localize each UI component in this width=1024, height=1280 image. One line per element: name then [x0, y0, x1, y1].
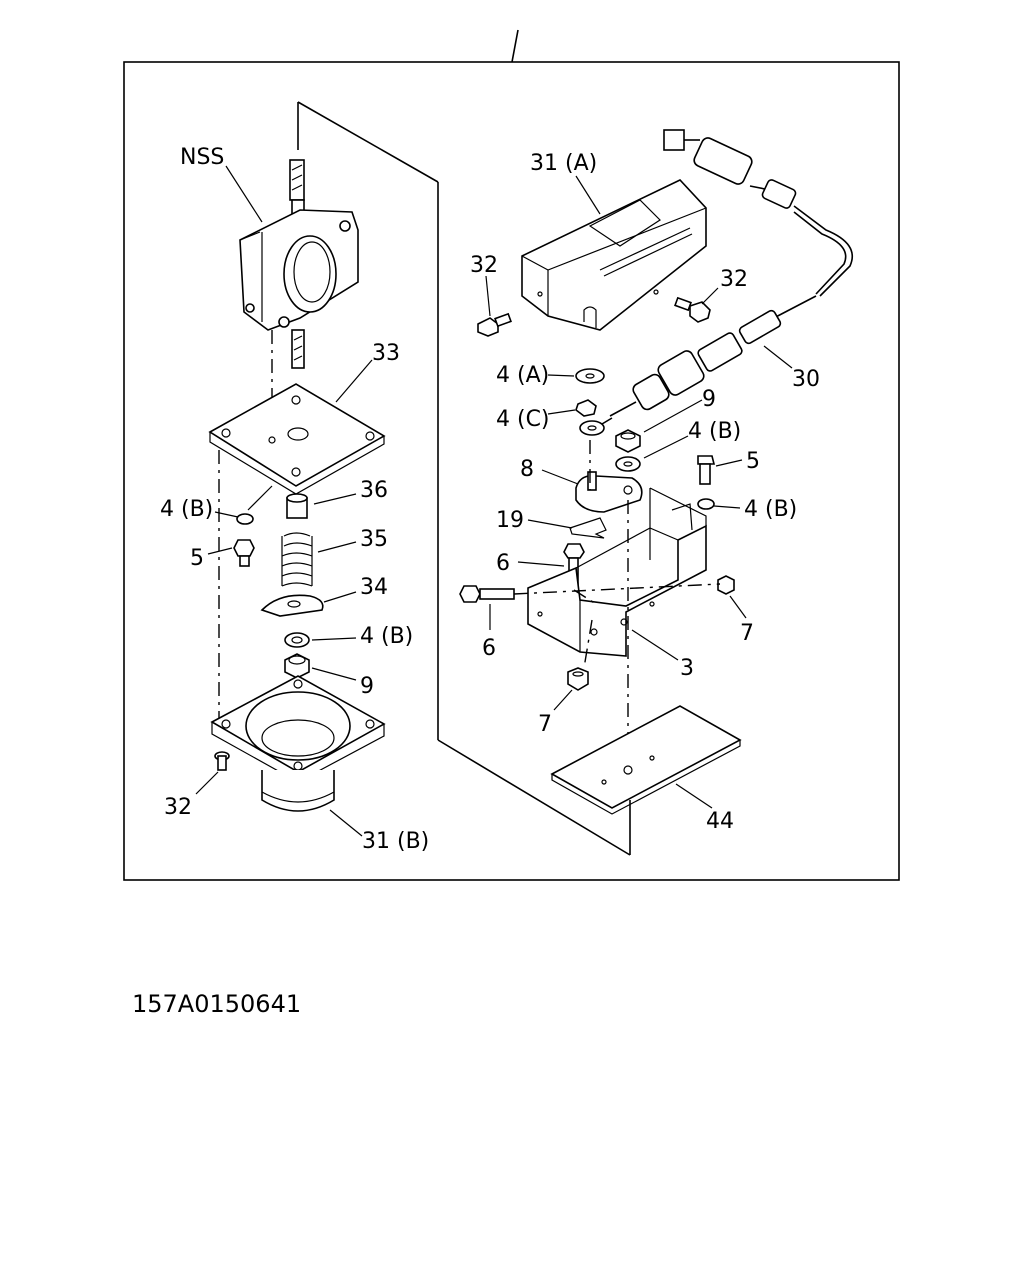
leader-30: [763, 345, 793, 369]
plate-33: [208, 383, 386, 495]
nut-4c: [575, 399, 597, 417]
callout-34: 34: [360, 575, 388, 600]
leader-6-upper: [517, 561, 565, 567]
callout-4b-left: 4 (B): [160, 497, 213, 522]
leader-5-right: [715, 459, 743, 467]
cable-30: [609, 129, 854, 417]
callout-7-right: 7: [740, 621, 754, 646]
nut-7-bottom: [567, 667, 589, 691]
leader-4b-left: [214, 511, 239, 518]
screw-32-top-left: [477, 312, 512, 337]
callout-35: 35: [360, 527, 388, 552]
callout-44: 44: [706, 809, 734, 834]
leader-5-left: [207, 547, 233, 555]
callout-32-bottom: 32: [164, 795, 192, 820]
leader-31a: [575, 175, 601, 215]
leader-19: [527, 519, 573, 529]
leader-4b-middle: [311, 637, 357, 641]
callout-3: 3: [680, 656, 694, 681]
leader-36: [313, 493, 357, 505]
callout-6-upper: 6: [496, 551, 510, 576]
callout-7-bottom: 7: [538, 712, 552, 737]
callout-4b-middle: 4 (B): [360, 624, 413, 649]
callout-4b-right-lower: 4 (B): [744, 497, 797, 522]
callout-5-left: 5: [190, 546, 204, 571]
lock-washer-4b-right-upper: [615, 456, 641, 472]
leader-31b: [329, 809, 363, 837]
leader-4a: [547, 374, 575, 377]
callout-36: 36: [360, 478, 388, 503]
callout-4c: 4 (C): [496, 407, 550, 432]
callout-4b-right-upper: 4 (B): [688, 419, 741, 444]
base-plate-44: [550, 705, 742, 815]
cover-31a: [521, 179, 707, 331]
callout-4a: 4 (A): [496, 363, 549, 388]
screw-32-bottom: [214, 751, 230, 771]
nut-9-right: [615, 429, 641, 453]
drawing-code: 157A0150641: [132, 990, 301, 1018]
axis-line-right-4: [513, 583, 721, 595]
callout-9-right: 9: [702, 387, 716, 412]
bolt-5-right: [697, 455, 716, 485]
leader-9-right: [643, 399, 703, 433]
cap-36: [286, 493, 308, 519]
bracket-3: [527, 487, 707, 657]
callout-32-top-right: 32: [720, 267, 748, 292]
leader-nss: [225, 165, 263, 223]
lock-washer-4b-right-lower: [697, 498, 715, 510]
callout-30: 30: [792, 367, 820, 392]
nss-throttle-body: [239, 159, 359, 369]
leader-34: [323, 591, 357, 603]
housing-31b: [210, 675, 386, 812]
leader-32-top-right: [701, 287, 719, 305]
callout-nss: NSS: [180, 145, 224, 170]
leader-9-left: [311, 667, 357, 681]
clip-19: [569, 517, 607, 539]
leader-36-link: [247, 485, 273, 511]
leader-35: [317, 541, 357, 553]
terminal-ring: [579, 417, 613, 436]
leader-44: [675, 783, 713, 809]
leader-7-right: [729, 595, 747, 619]
screw-32-top-right: [674, 296, 711, 323]
axis-line-right-5: [573, 589, 597, 605]
callout-33: 33: [372, 341, 400, 366]
leader-4b-right-lower: [713, 505, 741, 509]
leader-32-top-left: [485, 275, 491, 317]
nut-7-right: [717, 575, 735, 595]
callout-19: 19: [496, 508, 524, 533]
callout-32-top-left: 32: [470, 253, 498, 278]
callout-6-lower: 6: [482, 636, 496, 661]
spring-35: [281, 532, 313, 587]
callout-8: 8: [520, 457, 534, 482]
lock-washer-4b-left: [236, 513, 254, 525]
washer-4a: [575, 368, 605, 384]
callout-31a: 31 (A): [530, 151, 597, 176]
bolt-6-lower: [459, 585, 515, 603]
assembly-leader: [511, 29, 519, 63]
bolt-5-left: [233, 539, 255, 567]
nut-9-left: [284, 653, 310, 679]
lever-8: [575, 471, 643, 513]
leader-3: [631, 629, 679, 661]
leader-33: [335, 359, 373, 403]
callout-5-right: 5: [746, 449, 760, 474]
lock-washer-4b-middle: [284, 632, 310, 648]
callout-31b: 31 (B): [362, 829, 429, 854]
cam-plate-34: [260, 594, 324, 617]
callout-9-left: 9: [360, 674, 374, 699]
leader-4c: [547, 409, 576, 415]
explosion-boundary: [297, 101, 631, 856]
leader-4b-right-upper: [643, 435, 689, 459]
leader-7-bottom: [553, 689, 573, 711]
axis-line-right-3: [583, 619, 593, 669]
leader-32-bottom: [195, 771, 219, 795]
diagram-frame: [123, 61, 900, 881]
leader-8: [541, 469, 579, 485]
